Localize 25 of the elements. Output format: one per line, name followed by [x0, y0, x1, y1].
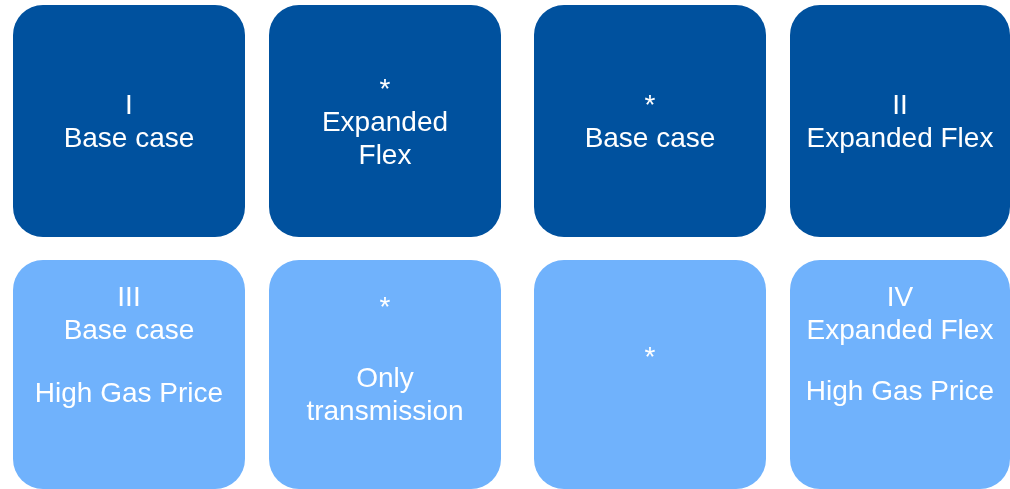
scenario-box	[269, 5, 501, 237]
scenario-label: II	[892, 88, 908, 121]
scenario-text: Base case	[584, 121, 716, 154]
scenario-label: *	[379, 290, 391, 323]
scenario-box	[534, 260, 766, 489]
scenario-label: *	[644, 88, 656, 121]
scenario-text: Expanded Flex	[806, 313, 994, 346]
scenario-text: Base case	[63, 121, 195, 154]
scenario-box	[534, 5, 766, 237]
scenario-label: *	[379, 71, 391, 105]
scenario-box	[269, 260, 501, 489]
scenario-text: Base case	[63, 313, 195, 346]
scenario-label: IV	[886, 280, 914, 313]
scenario-label: III	[117, 280, 141, 313]
scenario-box	[790, 260, 1010, 489]
scenario-text: *	[644, 340, 656, 373]
scenario-text: Expanded Flex	[806, 121, 994, 154]
scenario-box	[13, 5, 245, 237]
scenario-box	[13, 260, 245, 489]
scenario-box	[790, 5, 1010, 237]
scenario-label: I	[125, 88, 133, 121]
scenario-text: Only transmission	[305, 361, 465, 427]
scenario-text: High Gas Price	[805, 374, 995, 407]
scenario-text: High Gas Price	[34, 376, 224, 409]
scenario-text: Expanded Flex	[320, 104, 450, 171]
